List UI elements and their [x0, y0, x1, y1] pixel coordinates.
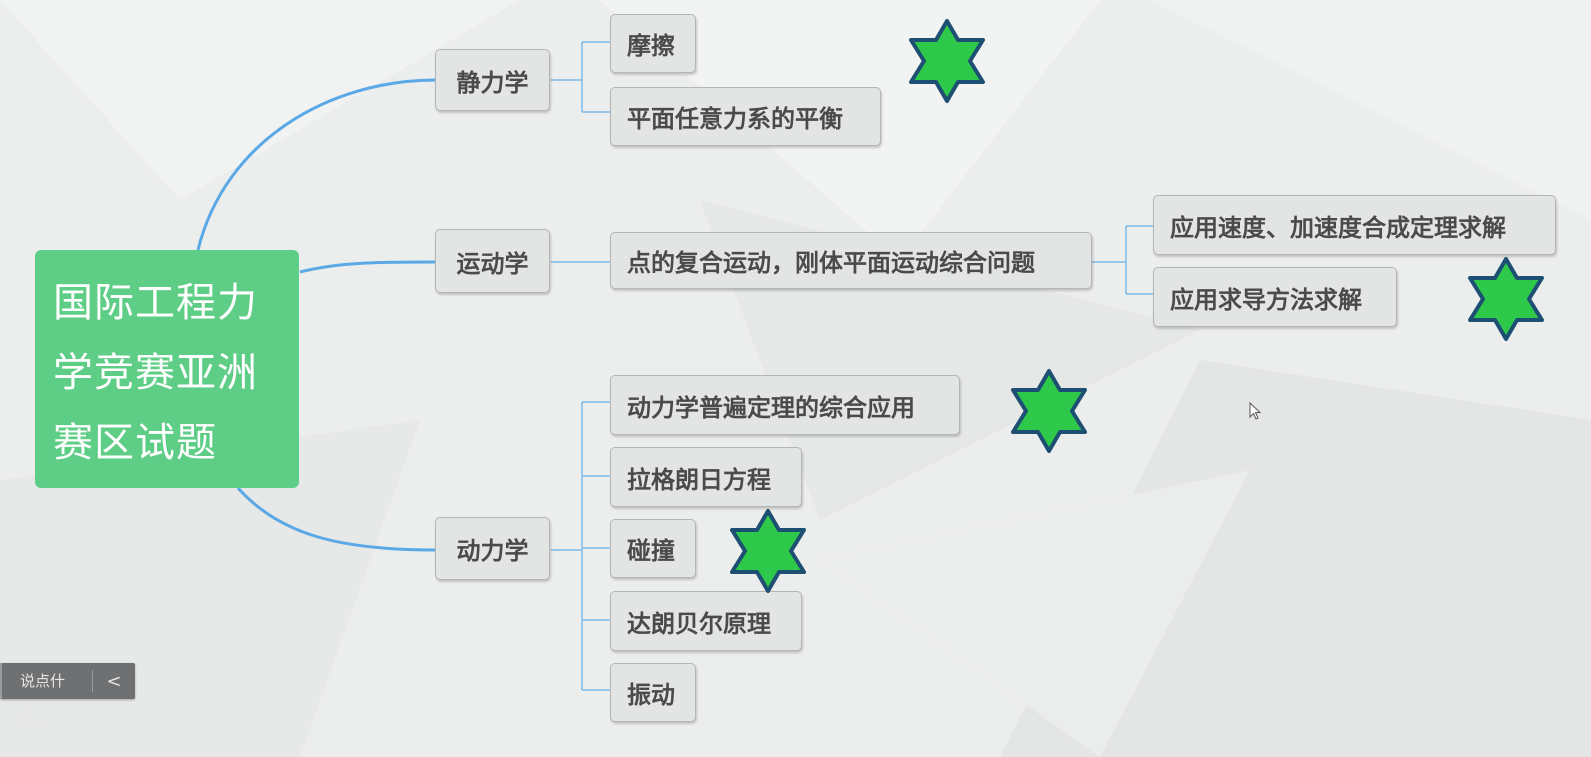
topic-dalembert-principle[interactable]: 达朗贝尔原理	[610, 591, 802, 651]
chat-divider	[92, 670, 93, 692]
topic-velocity-acceleration-theorem[interactable]: 应用速度、加速度合成定理求解	[1153, 195, 1556, 255]
topic-general-theorems[interactable]: 动力学普遍定理的综合应用	[610, 375, 960, 435]
topic-lagrange-equation[interactable]: 拉格朗日方程	[610, 447, 802, 507]
chat-bar: 说点什么... <	[0, 663, 135, 726]
star-of-david-icon	[730, 509, 806, 593]
root-topic[interactable]: 国际工程力 学竞赛亚洲 赛区试题	[35, 250, 299, 488]
topic-collision[interactable]: 碰撞	[610, 519, 696, 578]
branch-statics[interactable]: 静力学	[435, 49, 550, 111]
star-of-david-icon	[909, 19, 985, 103]
topic-plane-force-equilibrium[interactable]: 平面任意力系的平衡	[610, 87, 881, 146]
branch-dynamics[interactable]: 动力学	[435, 517, 550, 580]
chat-input[interactable]: 说点什么...	[0, 663, 92, 726]
topic-derivative-method[interactable]: 应用求导方法求解	[1153, 267, 1397, 327]
root-title-line-3: 赛区试题	[53, 420, 217, 466]
star-of-david-icon	[1011, 369, 1087, 453]
topic-vibration[interactable]: 振动	[610, 663, 696, 722]
topic-compound-motion[interactable]: 点的复合运动，刚体平面运动综合问题	[610, 232, 1092, 289]
star-of-david-icon	[1468, 257, 1544, 341]
mouse-cursor-icon	[1249, 402, 1262, 420]
root-title-line-1: 国际工程力	[53, 280, 258, 326]
topic-friction[interactable]: 摩擦	[610, 14, 696, 73]
branch-kinematics[interactable]: 运动学	[435, 229, 550, 293]
chevron-left-icon[interactable]: <	[106, 670, 122, 692]
root-title-line-2: 学竞赛亚洲	[53, 350, 258, 396]
